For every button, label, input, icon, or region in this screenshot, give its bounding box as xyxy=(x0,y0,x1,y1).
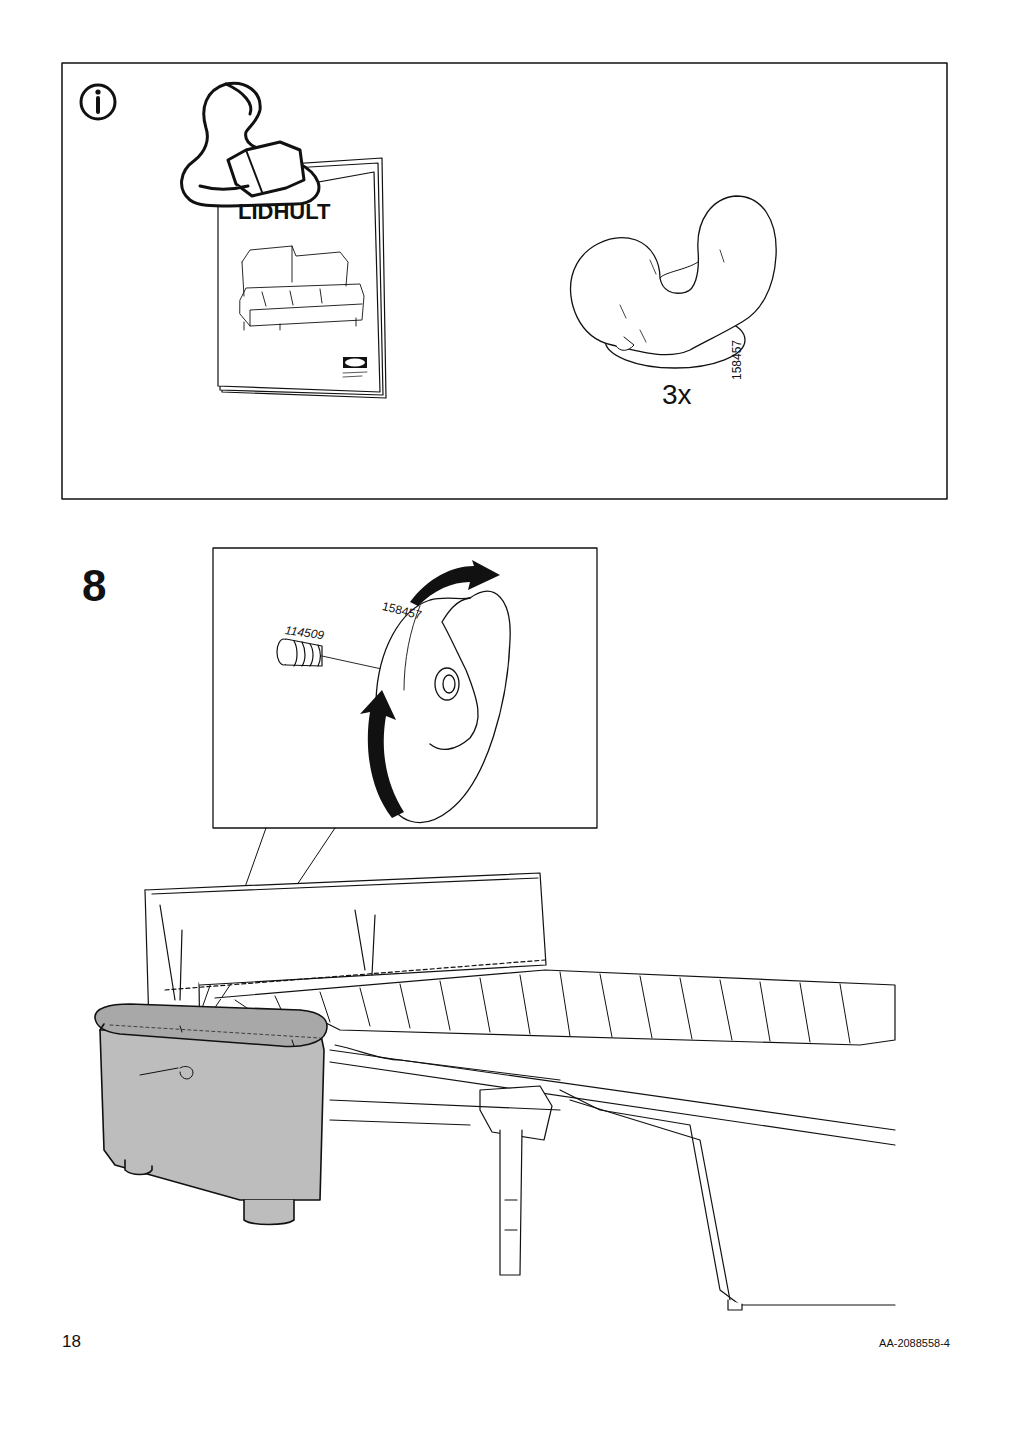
product-name: LIDHULT xyxy=(238,200,330,224)
reading-person-icon xyxy=(182,83,319,206)
document-code: AA-2088558-4 xyxy=(879,1337,950,1349)
clip-part-detail xyxy=(376,591,511,822)
step-number: 8 xyxy=(82,562,106,610)
info-icon xyxy=(81,85,115,119)
detail-box xyxy=(213,548,597,828)
armrest xyxy=(95,1004,327,1225)
clip-part xyxy=(571,196,777,368)
page-number: 18 xyxy=(62,1333,81,1352)
part-number: 158457 xyxy=(731,340,744,380)
info-panel xyxy=(62,63,947,499)
quantity: 3x xyxy=(662,380,692,411)
part-number: 114509 xyxy=(284,624,325,643)
rotate-arrow xyxy=(360,560,500,818)
part-number: 158457 xyxy=(381,600,423,622)
